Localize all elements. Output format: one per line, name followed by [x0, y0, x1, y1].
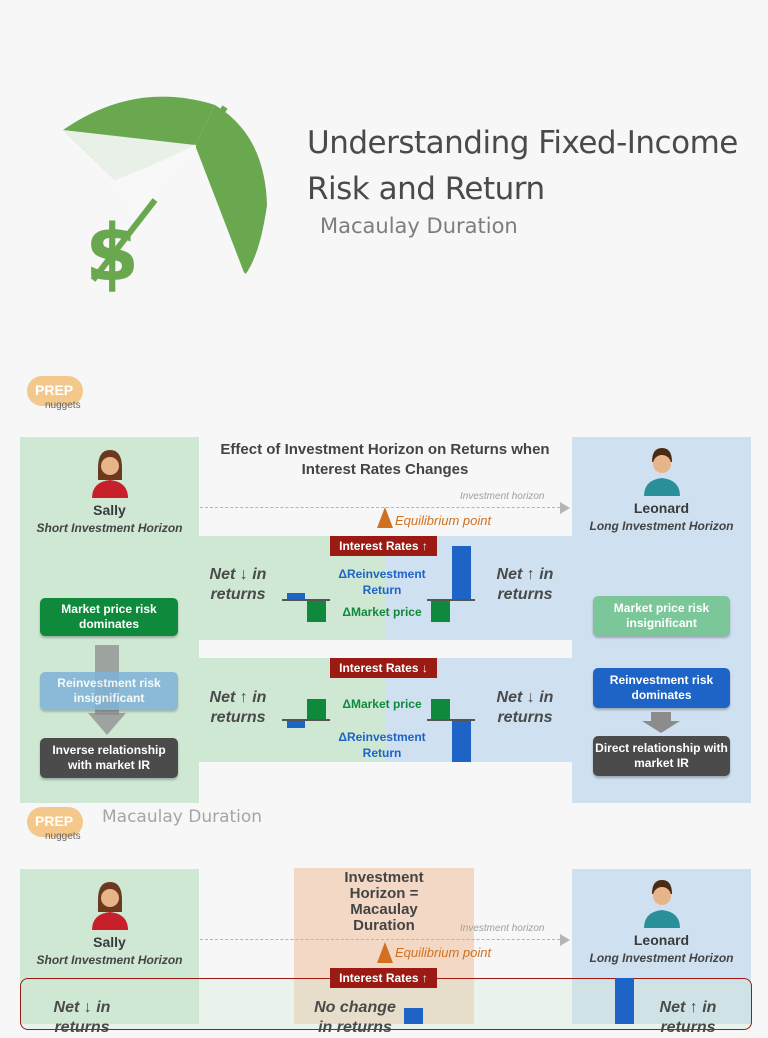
investment-horizon-label-2: Investment horizon	[460, 923, 545, 934]
leonard-horizon: Long Investment Horizon	[589, 519, 734, 533]
leonard-avatar-icon	[644, 448, 680, 496]
section2-middle-reinvestment-bar	[404, 1008, 423, 1024]
prep-nuggets-logo: PREP nuggets	[25, 374, 87, 412]
leonard-name: Leonard	[633, 500, 690, 516]
page-subtitle: Macaulay Duration	[320, 214, 518, 238]
investment-horizon-label: Investment horizon	[460, 491, 545, 502]
leonard-horizon-2: Long Investment Horizon	[589, 951, 734, 965]
section2-net-left: Net ↓ in returns	[53, 999, 111, 1036]
investment-horizon-arrowhead-icon	[560, 502, 570, 514]
leonard-market-price-risk-box: Market price risk insignificant	[593, 596, 730, 636]
sally-inverse-relationship-box: Inverse relationship with market IR	[40, 738, 178, 778]
rates-down-net-right: Net ↓ in returns	[496, 689, 554, 726]
sally-horizon: Short Investment Horizon	[36, 521, 183, 535]
leonard-name-2: Leonard	[633, 932, 690, 948]
equilibrium-marker-icon-2	[377, 942, 393, 963]
rates-down-right-axis	[427, 719, 475, 721]
section2-right-reinvestment-bar	[615, 978, 634, 1024]
equilibrium-label: Equilibrium point	[395, 513, 492, 528]
rates-up-badge-2: Interest Rates ↑	[330, 968, 437, 988]
page-title: Understanding Fixed-Income Risk and Retu…	[307, 125, 738, 207]
rates-down-right-market-bar	[431, 699, 450, 719]
sally-horizon-2: Short Investment Horizon	[36, 953, 183, 967]
rates-up-net-left: Net ↓ in returns	[209, 566, 267, 603]
rates-up-market-label: ΔMarket price	[342, 605, 422, 619]
equilibrium-label-2: Equilibrium point	[395, 945, 492, 960]
rates-down-market-label: ΔMarket price	[342, 697, 422, 711]
leonard-down-arrow-icon	[651, 712, 671, 722]
leonard-direct-relationship-box: Direct relationship with market IR	[593, 736, 730, 776]
rates-up-badge: Interest Rates ↑	[330, 536, 437, 556]
rates-down-left-market-bar	[307, 699, 326, 719]
section2-net-right: Net ↑ in returns	[659, 999, 717, 1036]
section2-subtitle: Macaulay Duration	[102, 807, 263, 827]
sally-name-2: Sally	[93, 934, 126, 950]
sally-avatar-icon	[92, 450, 128, 498]
rates-down-net-left: Net ↑ in returns	[209, 689, 267, 726]
rates-down-reinvestment-label: ΔReinvestment Return	[338, 730, 426, 760]
rates-down-left-reinvestment-bar	[287, 721, 305, 728]
duration-heading: Investment Horizon = Macaulay Duration	[344, 869, 424, 934]
prep-nuggets-logo-2: PREP nuggets	[25, 803, 87, 845]
investment-horizon-arrowhead-icon-2	[560, 934, 570, 946]
rates-up-left-axis	[282, 599, 330, 601]
rates-up-right-reinvestment-bar	[452, 546, 471, 599]
rates-up-net-right: Net ↑ in returns	[496, 566, 554, 603]
sally-down-arrowhead-icon	[88, 713, 126, 735]
svg-text:$: $	[85, 209, 139, 295]
rates-up-right-market-bar	[431, 601, 450, 622]
equilibrium-marker-icon	[377, 507, 393, 528]
sally-avatar-icon-2	[92, 882, 128, 930]
sally-market-price-risk-box: Market price risk dominates	[40, 598, 178, 636]
umbrella-dollar-logo: $	[63, 96, 267, 295]
leonard-avatar-icon-2	[644, 880, 680, 928]
sally-reinvestment-risk-box: Reinvestment risk insignificant	[40, 672, 178, 710]
sally-name: Sally	[93, 502, 126, 518]
rates-up-left-reinvestment-bar	[287, 593, 305, 599]
rates-up-left-market-bar	[307, 601, 326, 622]
effect-heading: Effect of Investment Horizon on Returns …	[220, 441, 550, 478]
rates-down-right-reinvestment-bar	[452, 721, 471, 762]
rates-down-left-axis	[282, 719, 330, 721]
rates-down-badge: Interest Rates ↓	[330, 658, 437, 678]
leonard-reinvestment-risk-box: Reinvestment risk dominates	[593, 668, 730, 708]
rates-up-right-axis	[427, 599, 475, 601]
leonard-down-arrowhead-icon	[642, 721, 680, 733]
investment-horizon-line-2	[200, 939, 560, 940]
rates-up-reinvestment-label: ΔReinvestment Return	[338, 567, 426, 597]
section2-net-middle: No change in returns	[314, 999, 396, 1036]
